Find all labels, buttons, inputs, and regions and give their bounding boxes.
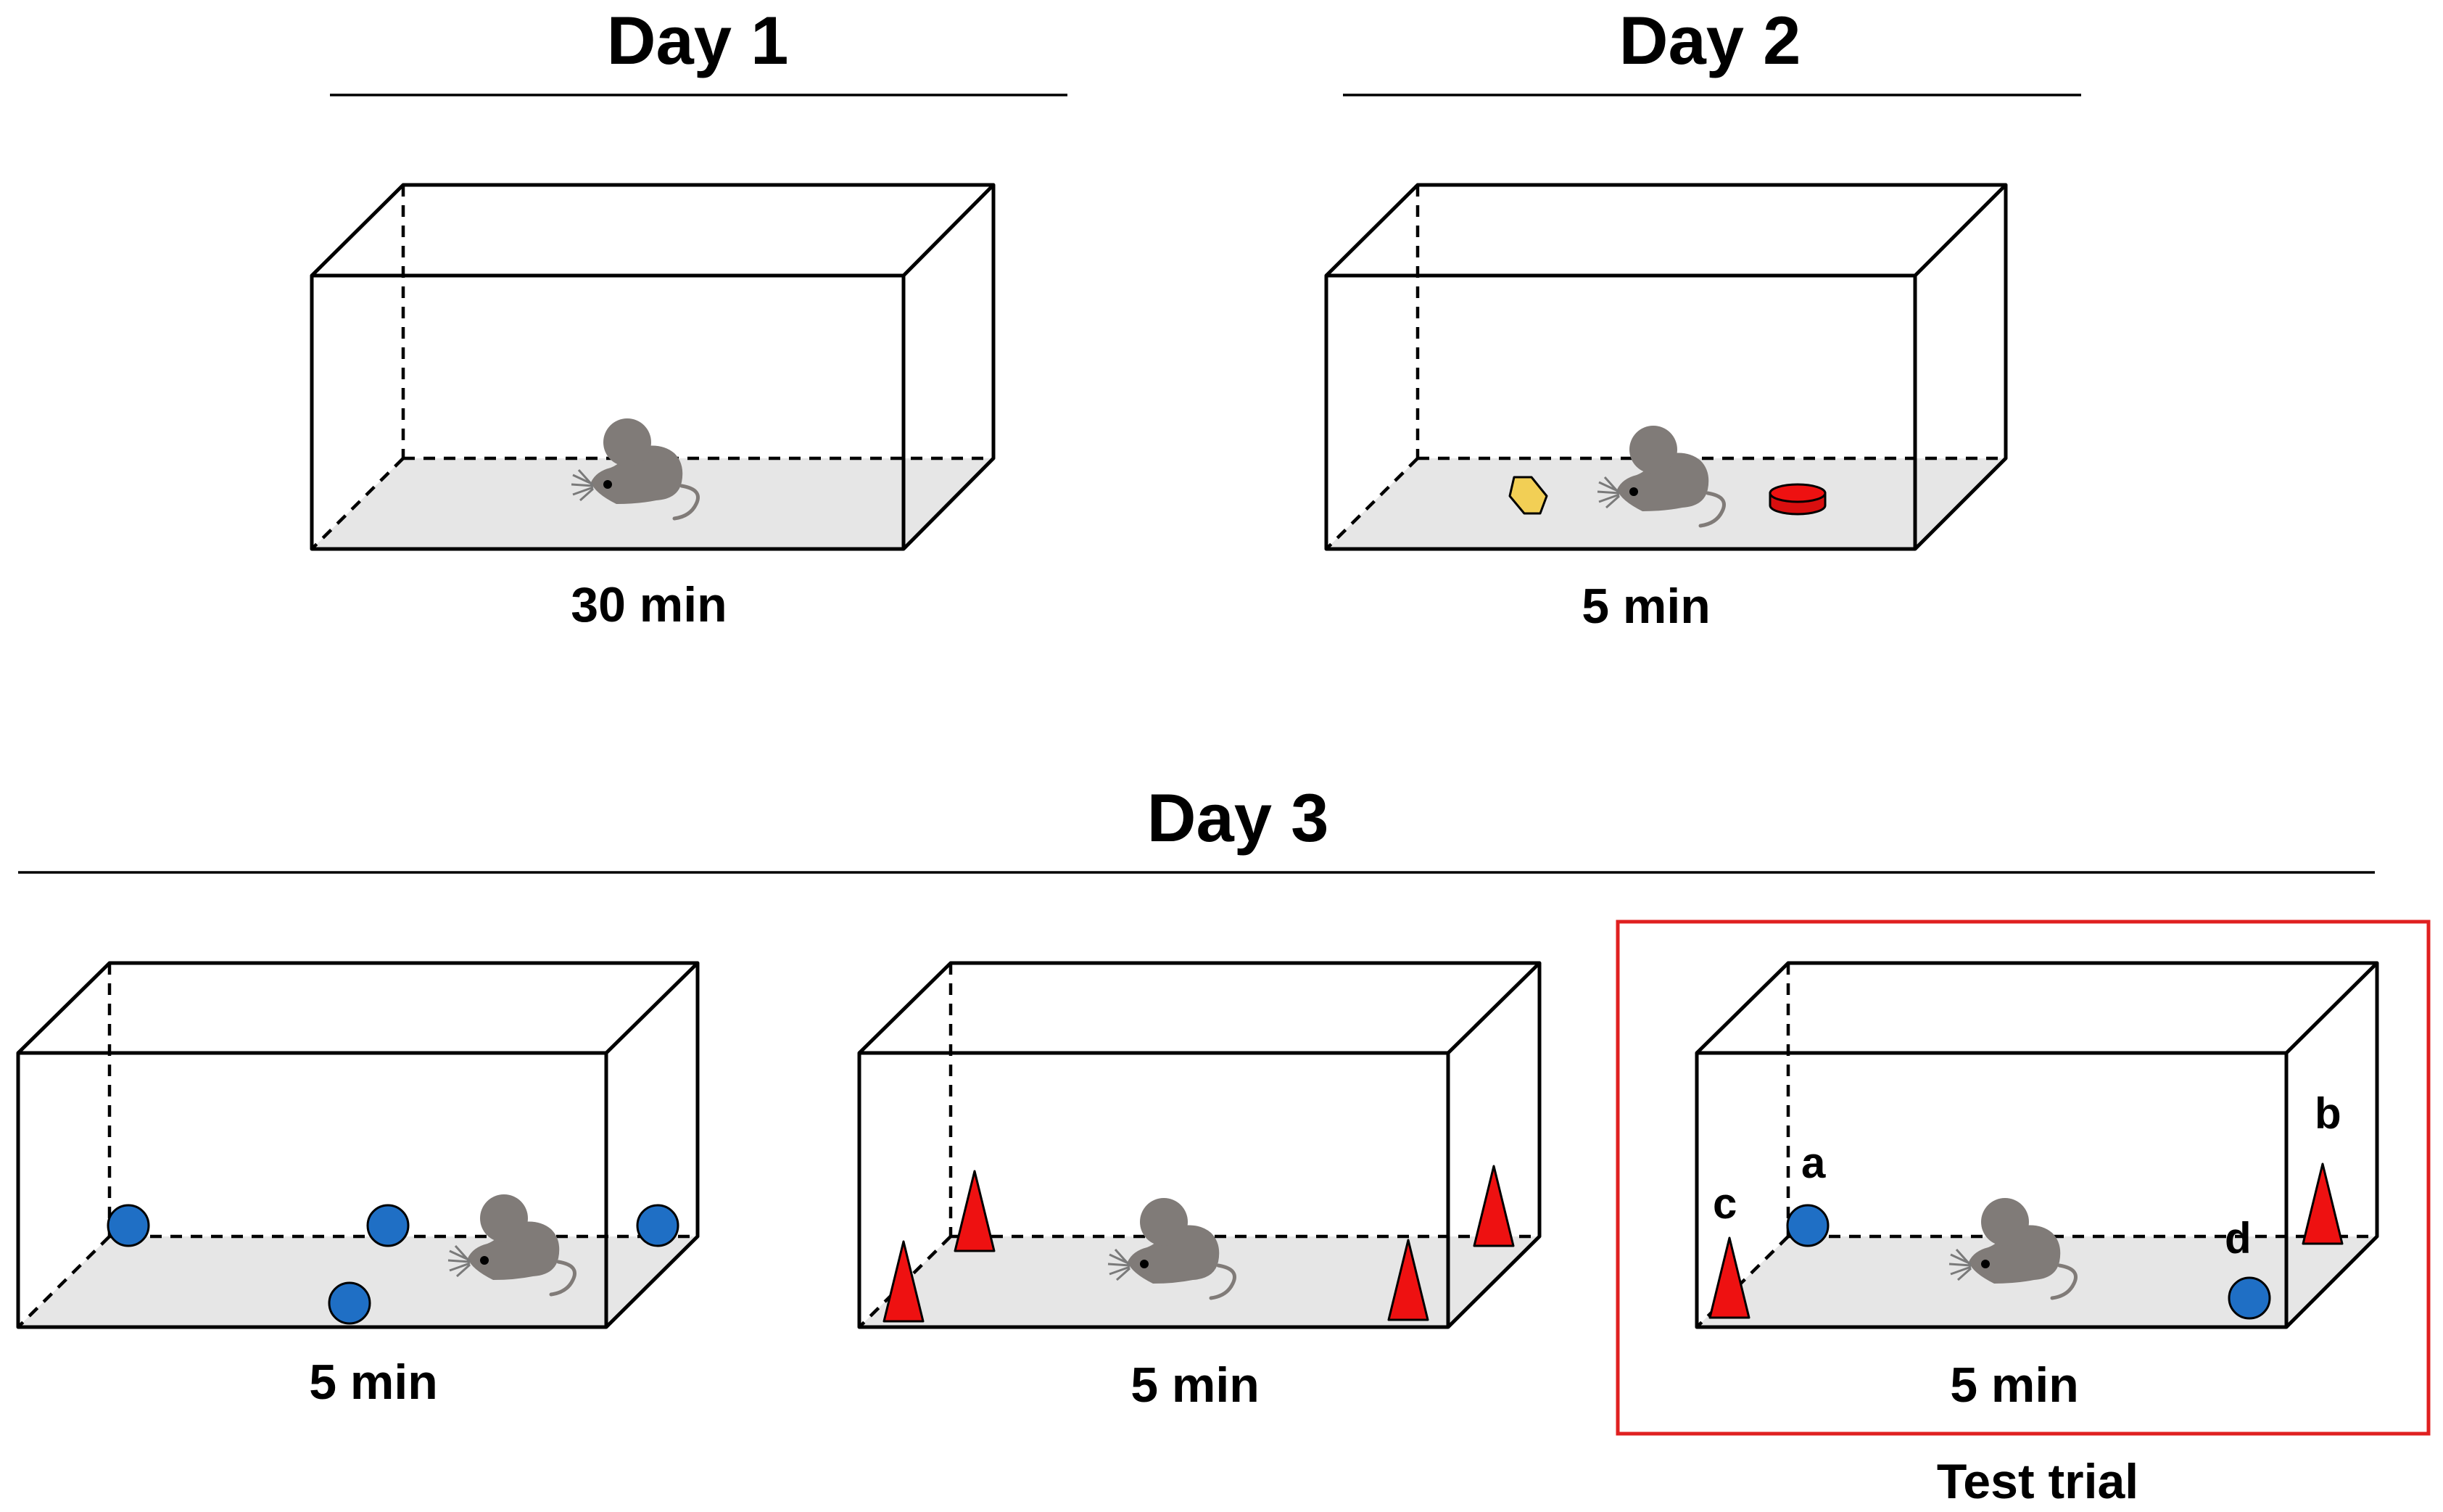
- day1-arena: [310, 183, 996, 551]
- day3-trial1-arena: [16, 961, 700, 1329]
- day3-trial1-duration: 5 min: [309, 1355, 438, 1410]
- cone-object-icon: [1473, 1165, 1515, 1247]
- cylinder-object-icon: [1769, 483, 1827, 516]
- day3-test-duration: 5 min: [1950, 1358, 2079, 1413]
- day1-heading: Day 1: [607, 2, 789, 78]
- prism-object-icon: [1508, 476, 1548, 515]
- day2-heading: Day 2: [1619, 2, 1801, 78]
- sphere-object-icon: [366, 1204, 410, 1247]
- day3-trial2-arena: [857, 961, 1542, 1329]
- sphere-object-icon: [1786, 1204, 1830, 1247]
- cone-object-icon: [1708, 1236, 1750, 1319]
- test-trial-label: Test trial: [1937, 1454, 2138, 1509]
- sphere-object-icon: [2228, 1276, 2271, 1320]
- sphere-object-icon: [636, 1204, 679, 1247]
- day3-heading: Day 3: [1147, 780, 1329, 856]
- day1-arena-floor: [312, 458, 993, 549]
- test-trial-highlight-frame: [1616, 920, 2431, 1436]
- day2-duration: 5 min: [1582, 579, 1711, 634]
- object-label-c: c: [1713, 1179, 1737, 1228]
- object-label-a: a: [1801, 1139, 1826, 1187]
- sphere-object-icon: [328, 1281, 371, 1325]
- day2-arena: [1324, 183, 2008, 551]
- day3-trial2-duration: 5 min: [1130, 1358, 1260, 1413]
- day3-test-arena: a b c d: [1695, 961, 2379, 1329]
- cone-object-icon: [2302, 1162, 2344, 1245]
- object-label-d: d: [2225, 1214, 2252, 1263]
- day3-trial2-arena-floor: [859, 1236, 1539, 1327]
- sphere-object-icon: [107, 1204, 150, 1247]
- day3-test-arena-floor: [1697, 1236, 2377, 1327]
- cone-object-icon: [954, 1170, 996, 1252]
- day1-duration: 30 min: [571, 577, 727, 632]
- object-label-b: b: [2315, 1089, 2341, 1138]
